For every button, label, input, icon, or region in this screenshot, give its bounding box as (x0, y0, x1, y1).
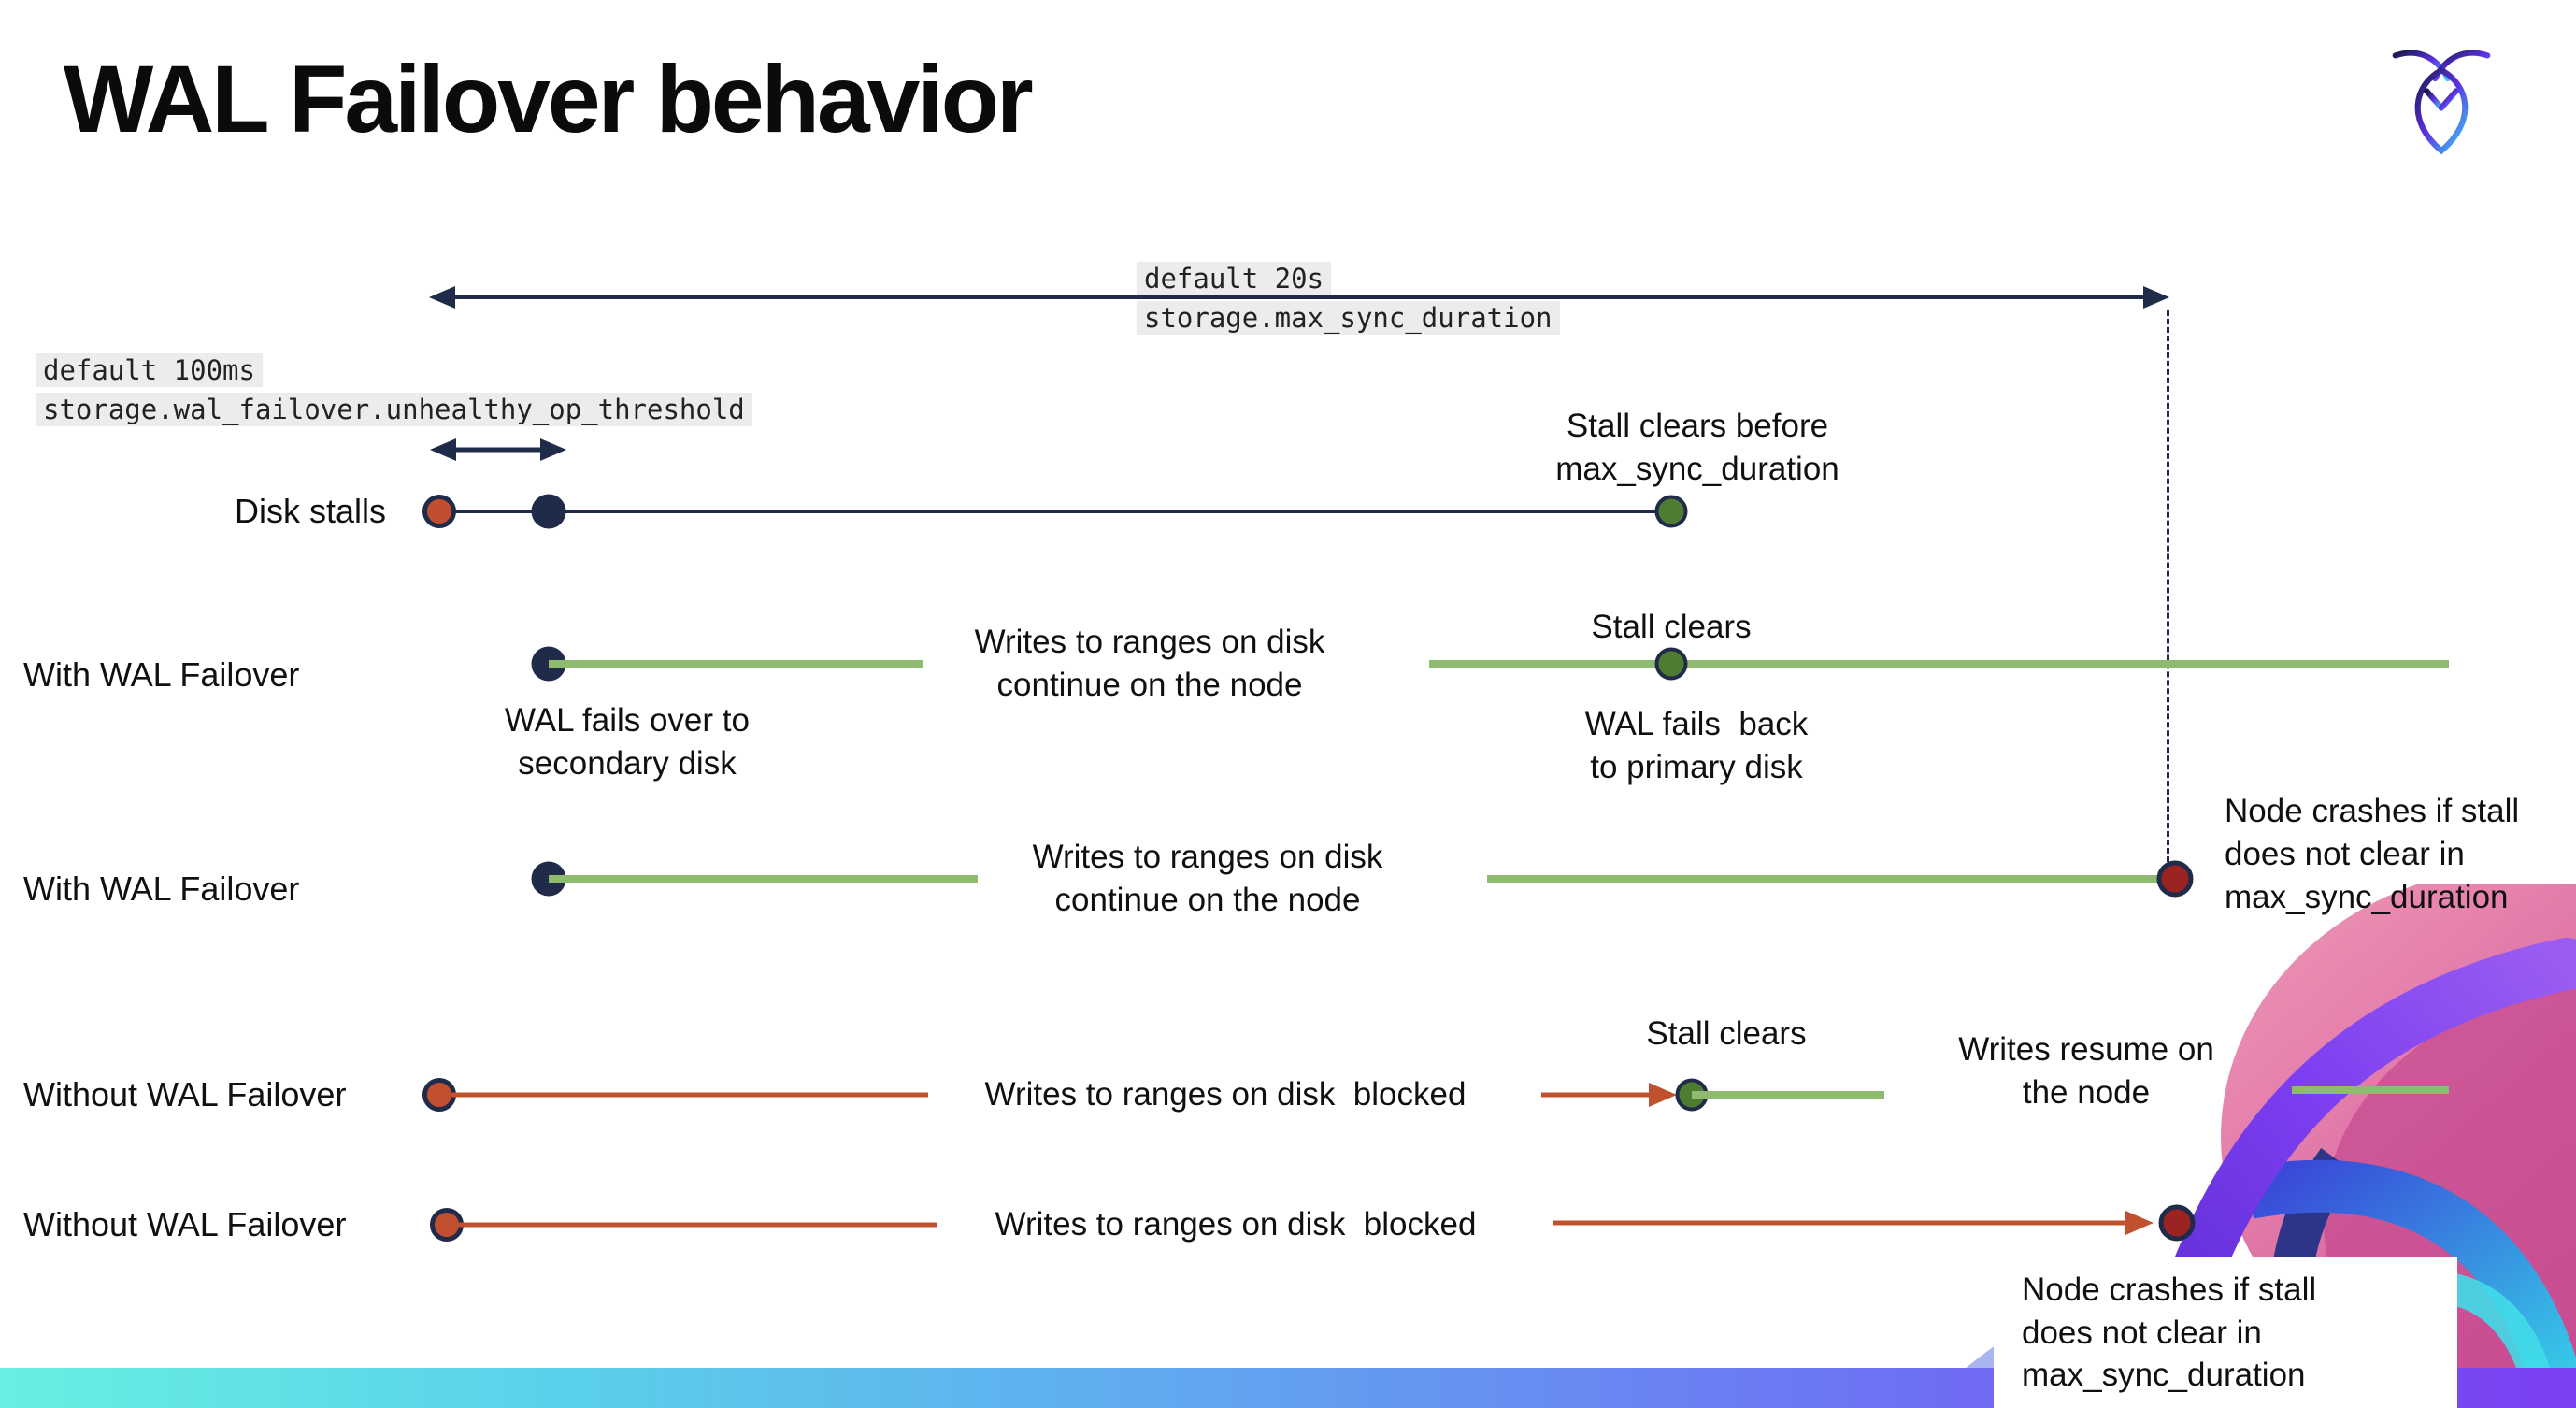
stall-clear-marker (1654, 647, 1688, 681)
unhealthy-op-setting-name: storage.wal_failover.unhealthy_op_thresh… (36, 393, 752, 427)
row-label-with-wal-failover: With WAL Failover (23, 655, 300, 694)
threshold-marker (531, 494, 566, 529)
stall-clear-marker (1654, 495, 1688, 528)
row-label-without-wal-failover: Without WAL Failover (23, 1075, 347, 1113)
unhealthy-op-default-label: default 100ms (36, 353, 263, 388)
writes-blocked-caption: Writes to ranges on disk blocked (995, 1206, 1477, 1243)
stall-start-marker (422, 495, 456, 528)
writes-blocked-caption: Writes to ranges on disk blocked (984, 1076, 1467, 1113)
writes-blocked-line (439, 1092, 928, 1098)
row-label-with-wal-failover: With WAL Failover (23, 869, 300, 908)
writes-resume-caption: Writes resume on the node (1958, 1031, 2214, 1112)
node-crashes-note-box: Node crashes if stall does not clear in … (1994, 1257, 2457, 1408)
writes-continue-caption: Writes to ranges on disk continue on the… (1032, 839, 1383, 919)
cockroachdb-logo-icon (2392, 50, 2491, 155)
wal-fails-over-caption: WAL fails over to secondary disk (505, 702, 750, 783)
writes-continue-line (549, 660, 923, 668)
writes-continue-caption: Writes to ranges on disk continue on the… (974, 624, 1325, 704)
stall-clears-caption: Stall clears (1591, 609, 1752, 645)
arrowhead-right-icon (1649, 1083, 1677, 1107)
max-sync-deadline-dashed-line (2167, 310, 2169, 862)
arrowhead-right-icon (2143, 286, 2169, 309)
node-crash-marker (2156, 860, 2194, 898)
disk-stall-timeline (439, 510, 1671, 513)
stall-clears-before-caption: Stall clears before max_sync_duration (1555, 408, 1839, 488)
row-label-disk-stalls: Disk stalls (234, 492, 386, 530)
unhealthy-op-span-line (451, 447, 544, 453)
node-crash-marker (2158, 1204, 2196, 1242)
wal-fails-back-caption: WAL fails back to primary disk (1584, 706, 1809, 786)
arrowhead-right-icon (2125, 1211, 2154, 1235)
max-sync-setting-name: storage.max_sync_duration (1137, 301, 1560, 336)
writes-continue-line (1429, 660, 2449, 668)
row-label-without-wal-failover: Without WAL Failover (23, 1205, 347, 1243)
writes-continue-line (549, 875, 978, 883)
node-crashes-caption: Node crashes if stall does not clear in … (2225, 793, 2520, 916)
arrowhead-left-icon (430, 438, 456, 461)
writes-resume-line (1692, 1091, 1884, 1099)
stall-clears-caption: Stall clears (1646, 1015, 1807, 1052)
writes-blocked-line (1553, 1220, 2125, 1226)
page-title: WAL Failover behavior (64, 46, 1034, 152)
max-sync-duration-span-line (453, 295, 2145, 299)
writes-blocked-line (447, 1222, 937, 1228)
max-sync-default-label: default 20s (1137, 262, 1332, 296)
writes-resume-line (2292, 1086, 2449, 1094)
arrowhead-right-icon (540, 438, 566, 461)
writes-blocked-line (1541, 1092, 1649, 1098)
writes-continue-line (1487, 875, 2167, 883)
arrowhead-left-icon (429, 286, 455, 309)
